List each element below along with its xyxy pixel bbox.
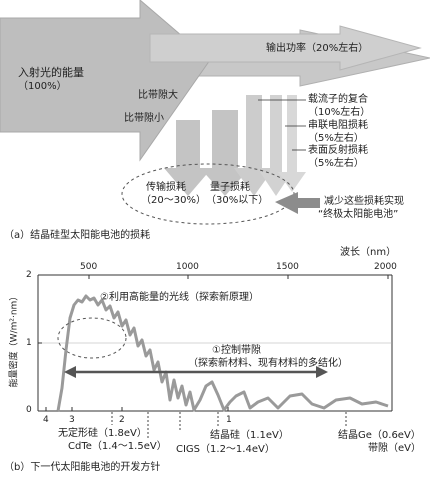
bandgap-unit: 带隙（eV）	[368, 443, 421, 454]
bandgap-small-label: 比带隙小	[124, 113, 164, 124]
annot-high-energy: ②利用高能量的光线（探索新原理）	[100, 292, 259, 303]
surface-pct: （5%左右）	[308, 158, 364, 169]
carrier-label: 载流子的复合	[308, 94, 368, 105]
incident-pct: （100%）	[18, 81, 67, 92]
double-arrow-left-head	[64, 366, 76, 378]
material-asi: 无定形硅（1.8eV）	[58, 428, 147, 439]
wl-tick-1500: 1500	[276, 262, 299, 272]
surface-label: 表面反射损耗	[308, 145, 368, 156]
loss-arrow-2	[200, 110, 250, 196]
reduce-arrow	[275, 192, 320, 214]
loss-arrow-4	[260, 95, 292, 196]
carrier-pct: （10%左右）	[308, 107, 371, 118]
material-ge: 结晶Ge（0.6eV）	[338, 430, 421, 441]
transmission-pct: （20～30%）	[141, 195, 206, 206]
quantum-label: 量子损耗	[210, 182, 250, 193]
loss-arrow-5	[278, 95, 306, 192]
quantum-pct: （30%以下）	[206, 195, 269, 206]
material-csi: 结晶硅（1.1eV）	[210, 430, 289, 441]
y-tick-1: 1	[26, 338, 32, 348]
ev-tick-3: 3	[69, 415, 75, 425]
material-cigs: CIGS（1.2～1.4eV）	[176, 444, 275, 455]
ev-tick-1: 1	[226, 415, 232, 425]
loss-arrow-1	[164, 120, 212, 196]
material-cdte: CdTe（1.4～1.5eV）	[68, 441, 167, 452]
wavelength-label: 波长（nm）	[340, 247, 397, 258]
series-pct: （5%左右）	[308, 133, 364, 144]
annot-control-1: ①控制带隙	[212, 345, 261, 356]
double-arrow-right-head	[316, 366, 328, 378]
incident-label: 入射光的能量	[18, 66, 84, 79]
y-axis-label: 能量密度（W/m²·nm）	[9, 291, 20, 388]
ev-tick-2: 2	[119, 415, 125, 425]
caption-b: （b）下一代太阳能电池的开发方针	[4, 462, 161, 473]
solar-spectrum-curve	[56, 294, 389, 412]
loss-arrow-3	[234, 95, 274, 196]
y-tick-0: 0	[26, 405, 32, 415]
reduce-line2: “终极太阳能电池”	[318, 209, 399, 220]
output-power-arrow	[149, 25, 422, 71]
annot-control-2: （探索新材料、现有材料的多结化）	[188, 358, 348, 369]
caption-a: （a）结晶硅型太阳能电池的损耗	[4, 230, 151, 241]
bandgap-large-label: 比带隙大	[138, 90, 178, 101]
wl-tick-2000: 2000	[374, 262, 397, 272]
output-label: 输出功率（20%左右）	[266, 43, 369, 54]
series-label: 串联电阻损耗	[308, 120, 368, 131]
wl-tick-500: 500	[80, 262, 98, 272]
transmission-label: 传输损耗	[146, 182, 186, 193]
wl-tick-1000: 1000	[176, 262, 199, 272]
reduce-line1: 减少这些损耗实现	[324, 196, 404, 207]
y-tick-2: 2	[26, 270, 32, 280]
ev-tick-4: 4	[43, 415, 49, 425]
high-energy-dashed-ellipse	[57, 317, 127, 359]
